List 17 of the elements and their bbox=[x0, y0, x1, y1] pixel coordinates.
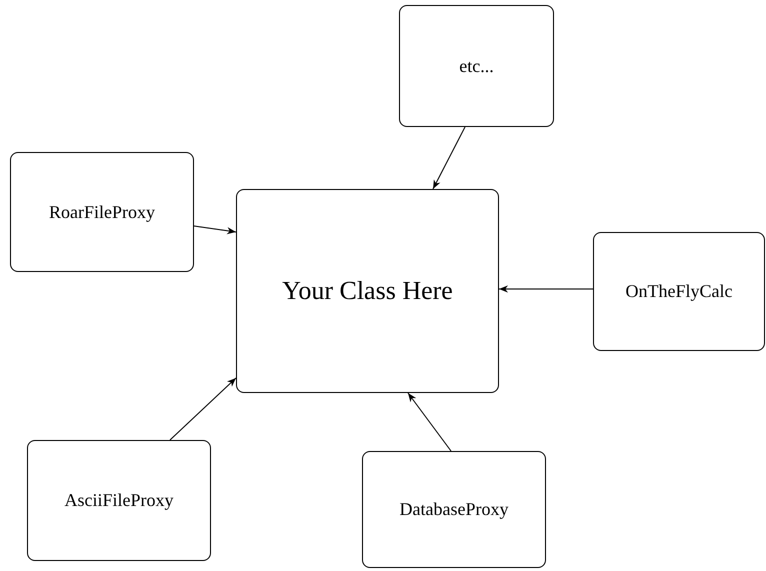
node-label: etc... bbox=[459, 56, 494, 76]
node-label: RoarFileProxy bbox=[49, 202, 155, 222]
arrow bbox=[194, 226, 236, 234]
node-label: DatabaseProxy bbox=[400, 499, 508, 520]
class-box bbox=[236, 189, 499, 393]
arrow bbox=[498, 285, 594, 293]
proxy-box bbox=[593, 232, 765, 351]
proxy-box bbox=[362, 451, 546, 568]
arrow bbox=[432, 126, 466, 190]
proxy-box bbox=[27, 440, 211, 561]
arrow bbox=[170, 378, 236, 440]
node-label: AsciiFileProxy bbox=[64, 490, 174, 511]
node-label: Your Class Here bbox=[282, 276, 453, 306]
proxy-box bbox=[399, 5, 554, 127]
arrow bbox=[408, 392, 452, 452]
proxy-box bbox=[10, 152, 194, 272]
node-label: OnTheFlyCalc bbox=[626, 281, 732, 302]
